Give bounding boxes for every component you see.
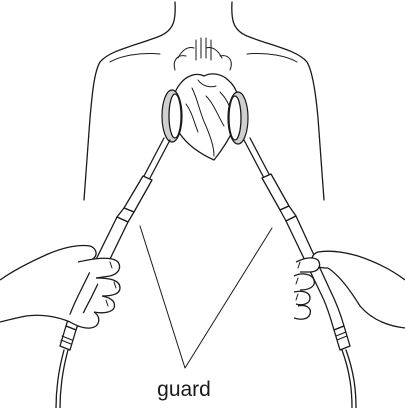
right-hand bbox=[294, 251, 405, 328]
left-paddle-plate bbox=[162, 90, 182, 142]
right-paddle-plate bbox=[228, 92, 248, 144]
guard-leader-lines bbox=[140, 226, 272, 368]
guard-label: guard bbox=[157, 378, 211, 401]
left-hand bbox=[0, 245, 120, 328]
heart bbox=[173, 38, 240, 160]
